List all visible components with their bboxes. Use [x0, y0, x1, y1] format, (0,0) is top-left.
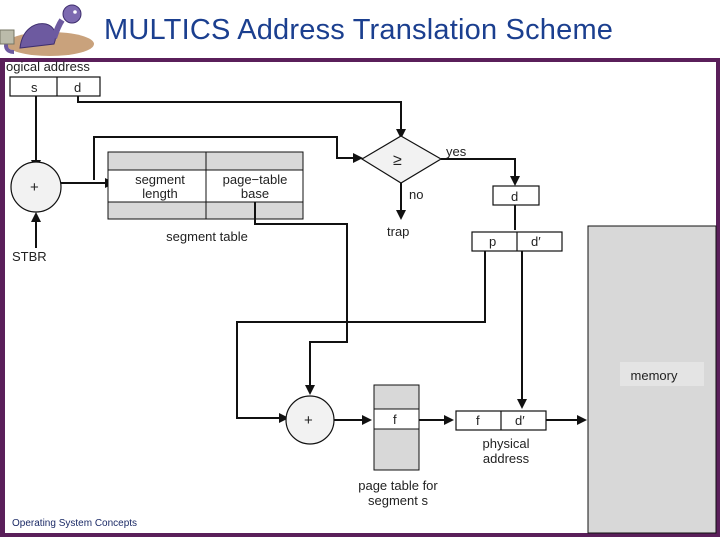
page-table-caption-line1: page table for [358, 478, 438, 493]
page-table-frame: f [393, 412, 397, 427]
physical-frame: f [476, 413, 480, 428]
right-border [716, 58, 720, 536]
dinosaur-logo [0, 4, 94, 56]
stbr-label: STBR [12, 249, 47, 264]
slide-title: MULTICS Address Translation Scheme [104, 14, 614, 46]
base-to-adder-arrow [254, 202, 348, 395]
d-to-compare-arrow [77, 96, 406, 139]
adder2-symbol: + [304, 412, 313, 429]
left-border [0, 58, 5, 536]
logical-address-box [9, 76, 101, 97]
page-table-caption-line2: segment s [368, 493, 428, 508]
logical-address-label: ogical address [6, 59, 90, 74]
p-to-adder-arrow [236, 251, 486, 423]
trap-label: trap [387, 224, 409, 239]
compare-symbol: ≥ [393, 152, 402, 169]
logical-s: s [31, 80, 38, 95]
yes-label: yes [446, 144, 467, 159]
footer-text: Operating System Concepts [12, 518, 138, 529]
offset-d: d [511, 189, 518, 204]
segment-length-line2: length [142, 186, 177, 201]
page-table-base-line2: base [241, 186, 269, 201]
adder-symbol: + [30, 179, 39, 196]
page-number-p: p [489, 234, 496, 249]
bottom-border [0, 533, 720, 537]
length-to-compare-arrow [93, 136, 363, 180]
page-offset-dprime: d′ [531, 234, 541, 249]
no-label: no [409, 187, 423, 202]
memory-label: memory [631, 368, 678, 383]
segment-length-line1: segment [135, 172, 185, 187]
physical-offset: d′ [515, 413, 525, 428]
page-table-base-line1: page−table [223, 172, 288, 187]
title-divider [0, 58, 720, 62]
physical-caption-line2: address [483, 451, 530, 466]
physical-caption-line1: physical [483, 436, 530, 451]
logical-d: d [74, 80, 81, 95]
segment-table-caption: segment table [166, 229, 248, 244]
yes-arrow [441, 158, 520, 186]
